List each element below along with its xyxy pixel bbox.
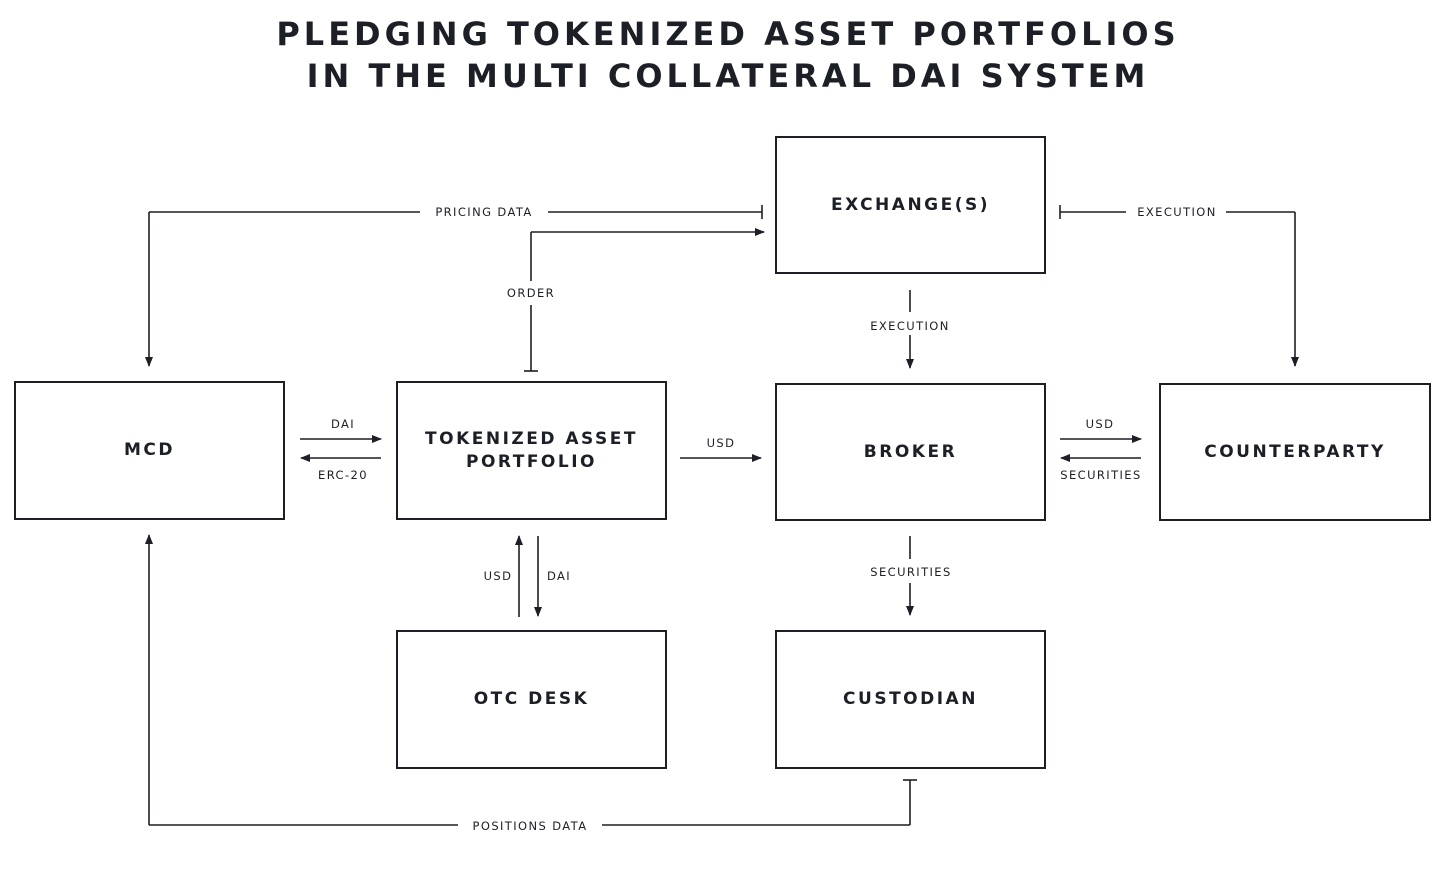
usd-broker-label: USD <box>707 436 736 450</box>
custodian-node: CUSTODIAN <box>775 630 1046 769</box>
securities-counterparty-label: SECURITIES <box>1060 468 1141 482</box>
usd-counterparty-label: USD <box>1086 417 1115 431</box>
usd-otc-label: USD <box>484 569 513 583</box>
exchanges-node: EXCHANGE(S) <box>775 136 1046 274</box>
dai-mcd-label: DAI <box>331 417 355 431</box>
positions-data-label: POSITIONS DATA <box>473 819 588 833</box>
dai-otc-label: DAI <box>547 569 571 583</box>
order-connector <box>524 228 765 372</box>
counterparty-node: COUNTERPARTY <box>1159 383 1431 521</box>
diagram-title-line-1: PLEDGING TOKENIZED ASSET PORTFOLIOS <box>276 15 1180 53</box>
positions-data-connector <box>145 534 917 826</box>
pricing-data-label: PRICING DATA <box>435 205 532 219</box>
mcd-node-label: MCD <box>123 440 175 460</box>
diagram-title-line-2: IN THE MULTI COLLATERAL DAI SYSTEM <box>306 57 1150 95</box>
otc-desk-node-label: OTC DESK <box>473 689 590 709</box>
erc20-label: ERC-20 <box>318 468 368 482</box>
tokenized-asset-portfolio-label: TOKENIZED ASSET PORTFOLIO <box>425 428 638 472</box>
execution-counterparty-connector <box>1059 205 1299 367</box>
pricing-data-connector <box>145 205 763 367</box>
execution-counterparty-label: EXECUTION <box>1137 205 1217 219</box>
broker-node: BROKER <box>775 383 1046 521</box>
execution-broker-label: EXECUTION <box>870 319 950 333</box>
tokenized-asset-portfolio-node: TOKENIZED ASSET PORTFOLIO <box>396 381 667 520</box>
otc-desk-node: OTC DESK <box>396 630 667 769</box>
securities-custodian-label: SECURITIES <box>870 565 951 579</box>
counterparty-node-label: COUNTERPARTY <box>1204 441 1386 462</box>
custodian-node-label: CUSTODIAN <box>843 689 978 709</box>
broker-node-label: BROKER <box>863 441 958 462</box>
exchanges-node-label: EXCHANGE(S) <box>830 194 991 215</box>
order-label: ORDER <box>507 286 555 300</box>
mcd-node: MCD <box>14 381 285 520</box>
